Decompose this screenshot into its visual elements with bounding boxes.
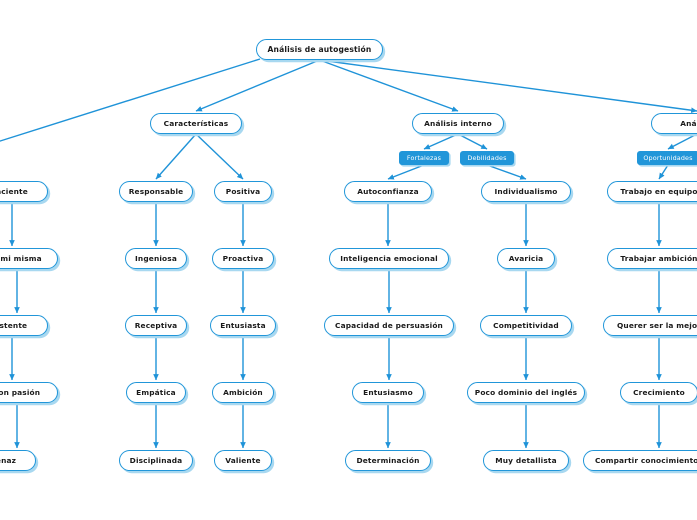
node-label: Empática: [136, 387, 176, 397]
mindmap-node-c3r3[interactable]: Capacidad de persuasión: [324, 315, 454, 336]
mindmap-node-c0r4[interactable]: con pasión: [0, 382, 58, 403]
node-label: Inteligencia emocional: [340, 253, 438, 263]
node-label: Oportunidades: [643, 153, 693, 162]
mindmap-node-c1r5[interactable]: Disciplinada: [119, 450, 193, 471]
node-label: Disciplinada: [129, 455, 183, 465]
node-label: istente: [0, 320, 28, 330]
node-label: aciente: [0, 186, 28, 196]
connector-l1a-to-c1r1: [155, 133, 197, 180]
mindmap-node-c4r5[interactable]: Muy detallista: [483, 450, 569, 471]
mindmap-node-c4r4[interactable]: Poco dominio del inglés: [467, 382, 585, 403]
node-label: Responsable: [128, 186, 184, 196]
mindmap-node-c3r4[interactable]: Entusiasmo: [352, 382, 424, 403]
mindmap-node-c5r4[interactable]: Crecimiento: [620, 382, 697, 403]
node-label: Determinación: [356, 455, 420, 465]
node-label: Individualismo: [494, 186, 558, 196]
connector-bad3-to-c5r1: [658, 164, 669, 180]
node-label: Ingeniosa: [135, 253, 177, 263]
mindmap-node-c5r3[interactable]: Querer ser la mejor: [603, 315, 697, 336]
mindmap-node-c1r4[interactable]: Empática: [126, 382, 186, 403]
mindmap-node-c1r1[interactable]: Responsable: [119, 181, 193, 202]
connector-root-to-l1a: [195, 59, 320, 112]
mindmap-node-l1a[interactable]: Características: [150, 113, 242, 134]
node-label: enaz: [0, 455, 17, 465]
node-label: Fortalezas: [406, 153, 442, 162]
node-label: Análisis: [680, 118, 697, 128]
node-label: Receptiva: [134, 320, 178, 330]
node-label: Compartir conocimientos: [594, 455, 697, 465]
mindmap-node-l1b[interactable]: Análisis interno: [412, 113, 504, 134]
node-label: Análisis de autogestión: [267, 44, 372, 54]
connector-l1a-to-c2r1: [195, 133, 244, 180]
connector-root-to-l1c: [319, 59, 697, 113]
mindmap-node-bad1[interactable]: Fortalezas: [399, 151, 449, 165]
node-label: Características: [163, 118, 229, 128]
node-label: Entusiasta: [220, 320, 266, 330]
mindmap-node-c0r5[interactable]: enaz: [0, 450, 36, 471]
node-label: Muy detallista: [495, 455, 557, 465]
mindmap-node-c3r1[interactable]: Autoconfianza: [344, 181, 432, 202]
node-label: Debilidades: [467, 153, 507, 162]
node-label: Ambición: [223, 387, 263, 397]
mindmap-node-c5r5[interactable]: Compartir conocimientos: [583, 450, 697, 471]
node-label: Crecimiento: [633, 387, 685, 397]
node-label: n mi misma: [0, 253, 42, 263]
mindmap-node-bad2[interactable]: Debilidades: [460, 151, 514, 165]
node-label: Proactiva: [222, 253, 264, 263]
connector-l1b-to-bad2: [457, 133, 488, 150]
node-label: Querer ser la mejor: [617, 320, 697, 330]
node-label: Positiva: [225, 186, 261, 196]
connector-bad2-to-c4r1: [486, 164, 527, 180]
mindmap-node-c2r2[interactable]: Proactiva: [212, 248, 274, 269]
node-label: Análisis interno: [424, 118, 492, 128]
node-label: Capacidad de persuasión: [335, 320, 443, 330]
node-label: Entusiasmo: [363, 387, 413, 397]
mindmap-node-c3r2[interactable]: Inteligencia emocional: [329, 248, 449, 269]
node-label: Trabajar ambición: [620, 253, 697, 263]
mindmap-node-l1c[interactable]: Análisis: [651, 113, 697, 134]
mindmap-node-c1r3[interactable]: Receptiva: [125, 315, 187, 336]
node-label: Competitividad: [493, 320, 559, 330]
mindmap-node-c2r4[interactable]: Ambición: [212, 382, 274, 403]
mindmap-node-c2r3[interactable]: Entusiasta: [210, 315, 276, 336]
mindmap-node-bad3[interactable]: Oportunidades: [637, 151, 697, 165]
node-label: Autoconfianza: [357, 186, 419, 196]
node-label: Trabajo en equipo: [620, 186, 697, 196]
node-label: Valiente: [225, 455, 261, 465]
mindmap-node-c5r1[interactable]: Trabajo en equipo: [607, 181, 697, 202]
node-label: Poco dominio del inglés: [474, 387, 578, 397]
mindmap-node-c2r5[interactable]: Valiente: [214, 450, 272, 471]
connector-root-to-offscreen-left: [0, 58, 261, 142]
connector-l1c-to-bad3: [667, 133, 697, 150]
mindmap-node-c4r3[interactable]: Competitividad: [480, 315, 572, 336]
mindmap-node-c0r1[interactable]: aciente: [0, 181, 48, 202]
mindmap-node-c2r1[interactable]: Positiva: [214, 181, 272, 202]
node-label: Avaricia: [508, 253, 544, 263]
mindmap-node-c3r5[interactable]: Determinación: [345, 450, 431, 471]
connector-l1b-to-bad1: [423, 133, 459, 150]
mindmap-node-c4r1[interactable]: Individualismo: [481, 181, 571, 202]
mindmap-node-c0r3[interactable]: istente: [0, 315, 48, 336]
mindmap-node-root[interactable]: Análisis de autogestión: [256, 39, 383, 60]
connector-root-to-l1b: [319, 59, 459, 112]
mindmap-node-c5r2[interactable]: Trabajar ambición: [607, 248, 697, 269]
connector-bad1-to-c3r1: [387, 164, 425, 180]
mindmap-node-c1r2[interactable]: Ingeniosa: [125, 248, 187, 269]
node-label: con pasión: [0, 387, 41, 397]
mindmap-node-c0r2[interactable]: n mi misma: [0, 248, 58, 269]
mindmap-node-c4r2[interactable]: Avaricia: [497, 248, 555, 269]
